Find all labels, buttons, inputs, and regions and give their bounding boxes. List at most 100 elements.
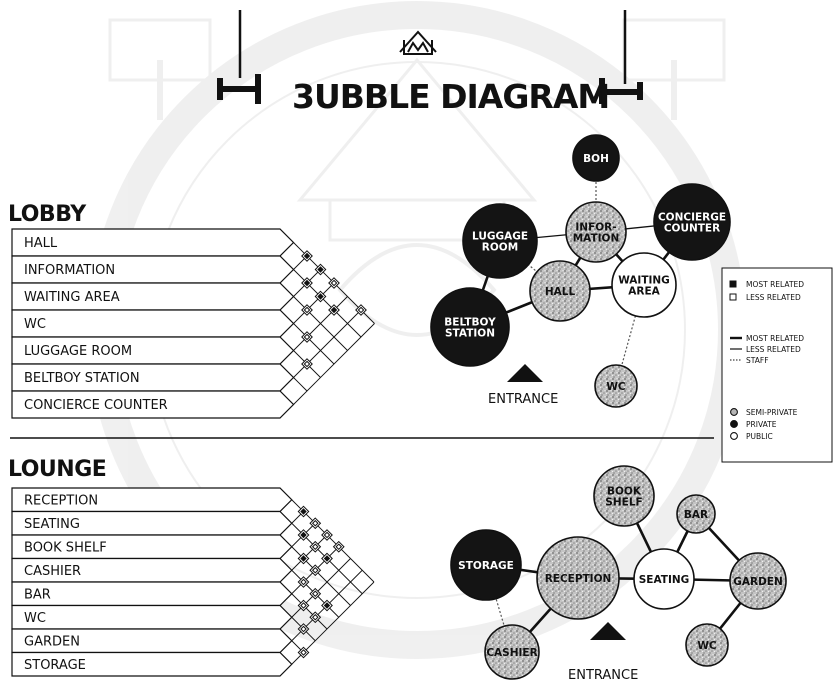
lounge-matrix-row (11, 557, 293, 583)
lounge-matrix-row (11, 487, 293, 513)
less-related-marker (303, 333, 311, 341)
less-related-marker (311, 590, 319, 598)
relation-cell (301, 358, 313, 370)
legend-open-square-icon (729, 293, 737, 301)
lobby-heading: LOBBY (8, 202, 87, 227)
entrance-arrow-icon (507, 364, 543, 382)
lounge-matrix-row-label: CASHIER (24, 564, 81, 579)
bubble-info (565, 201, 627, 263)
bubble-concierge (653, 183, 731, 261)
less-related-marker (303, 306, 311, 314)
bubble-label-hall: HALL (545, 286, 576, 298)
lobby-matrix-row (11, 309, 295, 338)
bubble-reception (536, 536, 620, 620)
bubble-storage (450, 529, 522, 601)
bubble-garden (729, 552, 787, 610)
page-title: 3UBBLE DIAGRAM (292, 77, 609, 116)
lobby-matrix-row (11, 228, 295, 257)
less-related-marker (311, 519, 319, 527)
lobby-matrix-row-label: WAITING AREA (24, 290, 120, 305)
legend-label: SEMI-PRIVATE (746, 408, 798, 417)
most-related-marker (303, 279, 311, 287)
most-related-marker (323, 555, 331, 562)
lobby-matrix-grid-line (293, 323, 335, 365)
most-related-marker (317, 293, 324, 300)
lobby-matrix-row-label: INFORMATION (24, 263, 115, 278)
lobby-matrix-grid-line (293, 309, 362, 378)
lobby-matrix-row-label: CONCIERCE COUNTER (24, 398, 168, 413)
relation-cell (332, 540, 345, 553)
most-related-marker (300, 531, 307, 539)
lounge-matrix-row (11, 581, 293, 607)
bubble-hall (529, 260, 591, 322)
most-related-marker (330, 306, 338, 314)
lounge-matrix-row (11, 604, 293, 630)
lobby-matrix-row-label: BELTBOY STATION (24, 371, 140, 386)
lobby-matrix-row (11, 255, 295, 284)
legend-label: PRIVATE (746, 420, 777, 429)
less-related-marker (330, 279, 338, 287)
bubble-boh (572, 134, 620, 182)
lounge-matrix-row-label: BAR (24, 587, 51, 602)
legend-label: STAFF (746, 356, 769, 365)
bubble-waiting (611, 252, 677, 318)
lounge-matrix-row (11, 510, 293, 536)
less-related-marker (303, 360, 311, 368)
bubble-label-boh: BOH (583, 153, 609, 165)
less-related-marker (300, 578, 307, 586)
lobby-matrix-row (11, 363, 295, 392)
bubble-beltboy (430, 287, 510, 367)
relation-cell (355, 304, 367, 316)
legend-label: MOST RELATED (746, 334, 804, 343)
relation-cell (309, 587, 322, 600)
bubble-luggage (462, 203, 538, 279)
lobby-matrix-grid-line (293, 282, 335, 324)
lounge-matrix-grid-line (291, 593, 328, 630)
legend-label: PUBLIC (746, 432, 773, 441)
relation-cell (321, 529, 333, 541)
lobby-section: LOBBY HALL INFORMATION WAITING AREA WC LUGGA… (8, 134, 731, 419)
lounge-matrix-row (11, 534, 293, 560)
lounge-matrix-row-label: GARDEN (24, 634, 80, 649)
most-related-marker (303, 252, 311, 260)
bubble-label-garden: GARDEN (733, 576, 783, 588)
legend-zone-private-icon (730, 420, 738, 428)
lobby-matrix-row (11, 336, 295, 365)
bubble-label-reception: RECEPTION (545, 573, 612, 585)
left-ornament (217, 74, 261, 104)
bubble-cashier (484, 624, 540, 680)
bubble-label-wc2: WC (697, 640, 717, 652)
legend-label: LESS RELATED (746, 345, 801, 354)
relation-cell (297, 599, 310, 612)
relation-cell (297, 576, 310, 588)
bubble-label-storage: STORAGE (458, 560, 514, 572)
lobby-matrix-row-label: HALL (24, 236, 58, 251)
entrance-label: ENTRANCE (568, 668, 638, 683)
legend-filled-square-icon (729, 280, 737, 288)
bubble-wc (594, 364, 638, 408)
most-related-marker (323, 602, 331, 609)
relation-cell (328, 277, 340, 289)
relation-cell (297, 623, 310, 635)
bubble-label-cashier: CASHIER (486, 647, 537, 659)
entrance-arrow-icon (590, 622, 626, 640)
relation-cell (301, 331, 313, 343)
lobby-matrix-grid-line (293, 296, 348, 351)
bubble-label-wc: WC (606, 381, 626, 393)
bubble-label-seating: SEATING (639, 574, 690, 586)
less-related-marker (323, 531, 331, 539)
less-related-marker (300, 649, 307, 656)
bubble-label-bar: BAR (684, 509, 708, 521)
lounge-matrix-grid-line (291, 534, 328, 571)
lobby-matrix-row-label: LUGGAGE ROOM (24, 344, 132, 359)
relation-cell (309, 517, 322, 530)
bubble-wc2 (685, 623, 729, 667)
lounge-matrix-row-label: STORAGE (24, 658, 86, 673)
